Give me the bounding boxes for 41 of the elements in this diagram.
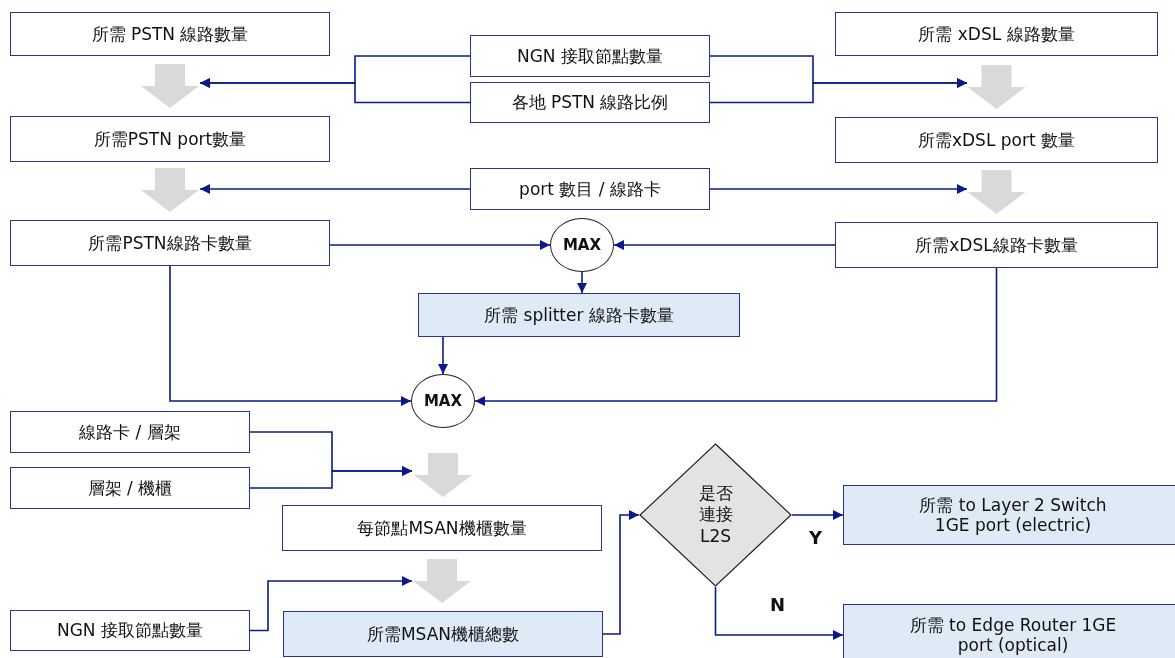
arrow	[613, 240, 836, 250]
process-box: 層架 / 機櫃	[10, 467, 250, 509]
arrow	[709, 78, 968, 104]
process-box: 所需xDSL線路卡數量	[835, 222, 1158, 268]
arrow	[714, 586, 844, 640]
process-box: 各地 PSTN 線路比例	[470, 82, 710, 123]
process-box: 所需PSTN port數量	[10, 116, 330, 162]
arrow	[474, 267, 998, 406]
process-box: 所需 xDSL 線路數量	[835, 12, 1158, 56]
decision-diamond: 是否連接L2S	[639, 443, 792, 587]
process-box: 所需 splitter 線路卡數量	[418, 293, 740, 337]
process-box: 所需 to Edge Router 1GE port (optical)	[843, 604, 1175, 658]
arrow	[438, 336, 448, 375]
process-box: 線路卡 / 層架	[10, 411, 250, 453]
process-box: 所需 PSTN 線路數量	[10, 12, 330, 56]
arrow	[249, 466, 413, 489]
process-box: NGN 接取節點數量	[10, 610, 250, 651]
block-arrow	[141, 64, 199, 108]
block-arrow	[967, 170, 1026, 214]
arrow	[199, 78, 471, 104]
block-arrow	[141, 168, 199, 212]
block-arrow	[414, 453, 472, 497]
process-box: 每節點MSAN機櫃數量	[282, 505, 602, 551]
arrow	[602, 510, 640, 635]
arrow	[249, 576, 413, 632]
process-box: NGN 接取節點數量	[470, 35, 710, 77]
arrow	[169, 265, 412, 406]
block-arrow	[967, 65, 1026, 109]
arrow	[791, 510, 844, 520]
process-box: port 數目 / 線路卡	[470, 168, 710, 210]
arrow	[577, 271, 587, 294]
process-box: 所需xDSL port 數量	[835, 117, 1158, 163]
max-ellipse: MAX	[411, 374, 475, 428]
process-box: 所需 to Layer 2 Switch 1GE port (electric)	[843, 485, 1175, 545]
max-ellipse: MAX	[550, 218, 614, 272]
block-arrow	[413, 559, 471, 603]
arrow	[709, 184, 968, 194]
process-box: 所需MSAN機櫃總數	[283, 611, 603, 657]
process-box: 所需PSTN線路卡數量	[10, 220, 330, 266]
arrow	[199, 184, 471, 194]
arrow	[329, 240, 551, 250]
